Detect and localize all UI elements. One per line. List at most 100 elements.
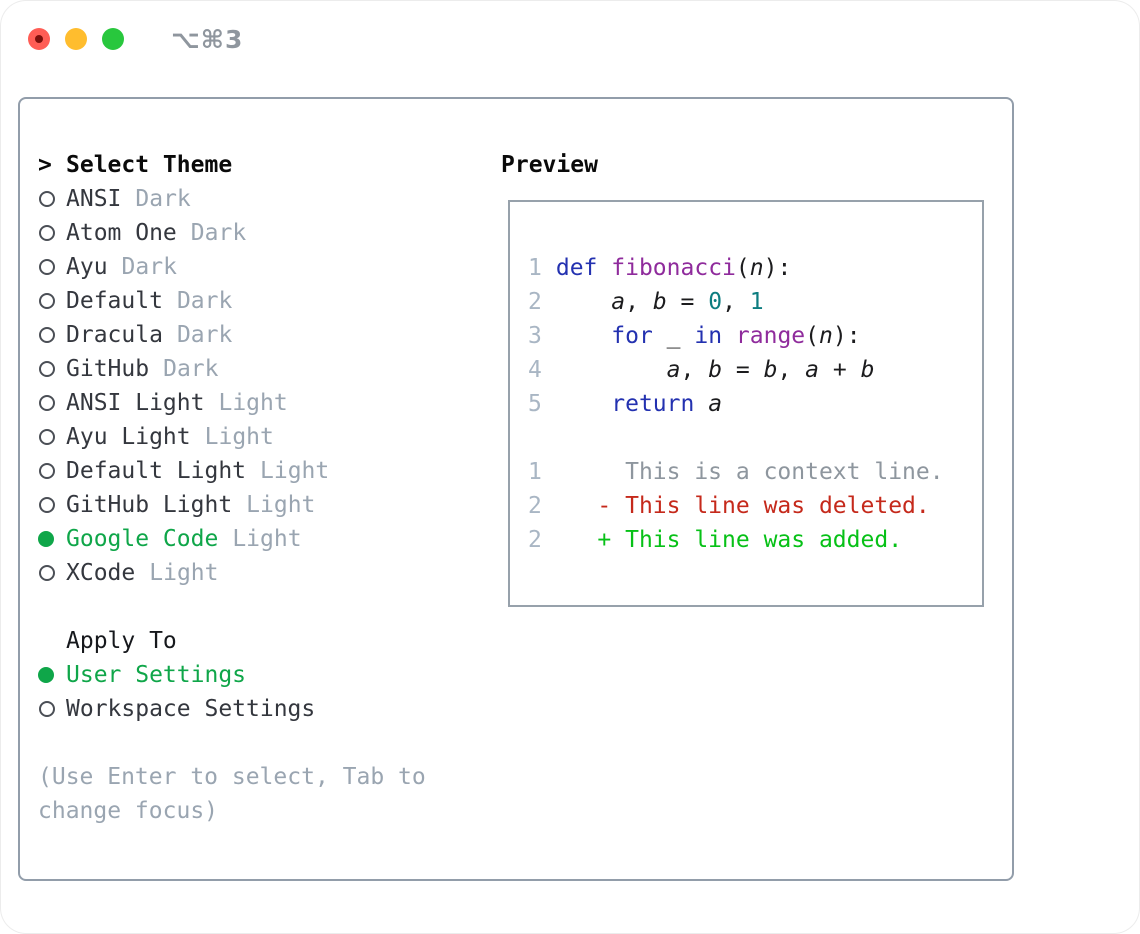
radio-empty-icon [38, 361, 66, 377]
option-tag: Dark [135, 186, 191, 212]
traffic-light-zoom-button[interactable] [102, 28, 124, 50]
option-tag: Light [204, 424, 274, 450]
code-token: _ [652, 323, 695, 349]
code-token: fibonacci [611, 255, 736, 281]
option-tag: Dark [190, 220, 247, 246]
select-theme-header: Select Theme [66, 152, 233, 178]
code-token: n [819, 323, 833, 349]
option-tag: Light [260, 458, 330, 484]
theme-option-github-light-light[interactable]: GitHub Light Light [38, 488, 426, 522]
code-token: return [611, 391, 695, 417]
apply-option-user-settings[interactable]: User Settings [38, 658, 426, 692]
theme-option-github-dark[interactable]: GitHub Dark [38, 352, 426, 386]
radio-empty-icon [38, 429, 66, 445]
option-label: GitHub [66, 356, 150, 382]
line-number: 2 [528, 289, 542, 315]
option-tag: Dark [176, 322, 233, 348]
code-token: , [625, 289, 653, 315]
code-token [556, 289, 611, 315]
hint-line-1: (Use Enter to select, Tab to [38, 764, 426, 790]
apply-option-workspace-settings[interactable]: Workspace Settings [38, 692, 426, 726]
line-number: 2 [528, 493, 542, 519]
theme-option-atom-one-dark[interactable]: Atom One Dark [38, 216, 426, 250]
radio-empty-icon [38, 395, 66, 411]
hint-line-2: change focus) [38, 798, 219, 824]
code-line-6 [528, 421, 982, 455]
code-token: a [805, 357, 820, 383]
option-label: Atom One [66, 220, 177, 246]
option-label: Google Code [66, 526, 219, 552]
code-token: def [555, 255, 598, 281]
radio-selected-icon [38, 667, 66, 683]
code-token: b [652, 289, 667, 315]
code-token: + This line was added. [597, 527, 903, 553]
option-label: Ayu [66, 254, 108, 280]
option-label: GitHub Light [66, 492, 233, 518]
line-number: 1 [528, 255, 542, 281]
radio-selected-icon [38, 531, 66, 547]
line-number: 3 [528, 323, 542, 349]
option-tag: Light [149, 560, 219, 586]
code-line-4: 4 a, b = b, a + b [528, 353, 982, 387]
code-token: = [722, 357, 764, 383]
code-token [556, 323, 611, 349]
code-token: ): [832, 323, 861, 349]
code-line-5: 5 return a [528, 387, 982, 421]
radio-empty-icon [38, 701, 66, 717]
code-token [556, 527, 598, 553]
code-token: n [749, 255, 764, 281]
radio-empty-icon [38, 191, 66, 207]
code-token: for [611, 323, 653, 349]
code-token: 0 [708, 289, 723, 315]
code-token: b [708, 357, 723, 383]
code-token: b [860, 357, 875, 383]
traffic-light-close-button[interactable] [28, 28, 50, 50]
preview-title: Preview [501, 152, 598, 178]
focus-caret-icon: > [38, 152, 52, 178]
line-number: 2 [528, 527, 542, 553]
code-token: 1 [749, 289, 764, 315]
option-label: User Settings [66, 662, 247, 688]
option-tag: Light [246, 492, 316, 518]
option-label: ANSI Light [66, 390, 205, 416]
titlebar: ⌥⌘3 [28, 25, 243, 54]
option-label: Default [66, 288, 163, 314]
radio-empty-icon [38, 497, 66, 513]
traffic-light-minimize-button[interactable] [65, 28, 87, 50]
radio-empty-icon [38, 225, 66, 241]
line-number: 5 [528, 391, 542, 417]
code-line-7: 1 This is a context line. [528, 455, 982, 489]
code-token: ( [735, 255, 750, 281]
code-token: range [735, 323, 806, 349]
line-number: 4 [528, 357, 542, 383]
code-token: = [666, 289, 709, 315]
code-token: - This line was deleted. [597, 493, 930, 519]
radio-empty-icon [38, 327, 66, 343]
code-token: , [680, 357, 709, 383]
option-tag: Dark [163, 356, 219, 382]
code-line-9: 2 + This line was added. [528, 523, 982, 557]
code-token: This is a context line. [555, 459, 944, 485]
theme-option-xcode-light[interactable]: XCode Light [38, 556, 426, 590]
code-token [556, 391, 611, 417]
code-token: a [611, 289, 626, 315]
option-label: Workspace Settings [66, 696, 316, 722]
code-line-3: 3 for _ in range(n): [528, 319, 982, 353]
code-token: ( [805, 323, 820, 349]
line-number: 1 [528, 459, 542, 485]
radio-empty-icon [38, 259, 66, 275]
option-label: XCode [66, 560, 136, 586]
code-line-8: 2 - This line was deleted. [528, 489, 982, 523]
code-token [722, 323, 736, 349]
code-token: , [777, 357, 806, 383]
